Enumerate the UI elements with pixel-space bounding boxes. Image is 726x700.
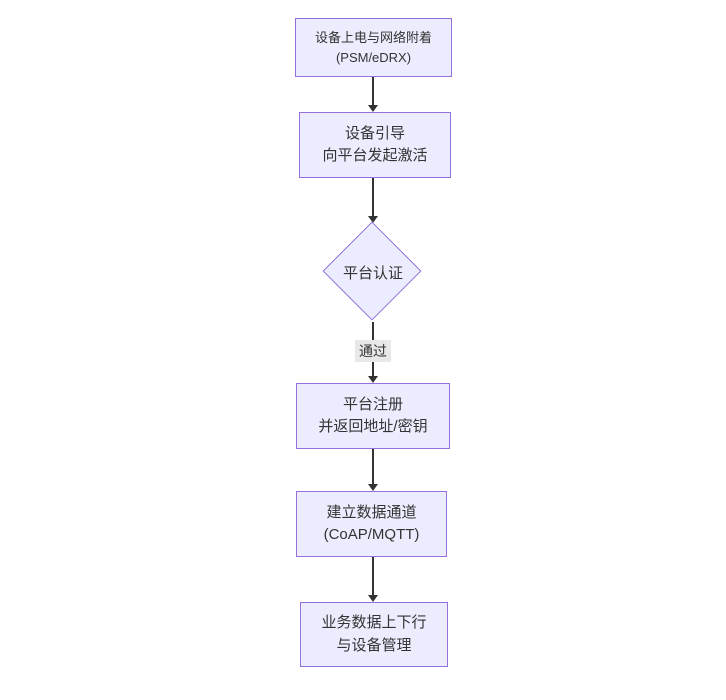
node-register-line1: 平台注册 — [342, 395, 403, 413]
edge-line — [372, 77, 374, 105]
node-auth-label: 平台认证 — [342, 264, 403, 282]
arrowhead-icon — [368, 595, 378, 602]
edge-line — [372, 557, 374, 595]
node-power-attach-line1: 设备上电与网络附着 — [314, 30, 432, 45]
arrowhead-icon — [368, 105, 378, 112]
node-business-line1: 业务数据上下行 — [321, 614, 427, 631]
node-bootstrap-line1: 设备引导 — [344, 124, 405, 142]
arrow-down-icon — [367, 178, 379, 223]
edge-line — [372, 178, 374, 216]
arrow-down-icon — [367, 557, 379, 602]
arrowhead-icon — [368, 216, 378, 223]
arrowhead-icon — [368, 484, 378, 491]
node-business: 业务数据上下行 与设备管理 — [300, 602, 448, 667]
edge-label-pass: 通过 — [355, 340, 391, 362]
arrowhead-icon — [368, 376, 378, 383]
node-bootstrap-line2: 向平台发起激活 — [322, 147, 428, 164]
node-power-attach: 设备上电与网络附着 (PSM/eDRX) — [295, 18, 452, 77]
node-register: 平台注册 并返回地址/密钥 — [296, 383, 450, 449]
node-bootstrap: 设备引导 向平台发起激活 — [299, 112, 451, 178]
node-power-attach-line2: (PSM/eDRX) — [335, 49, 412, 65]
node-channel-line2: (CoAP/MQTT) — [323, 526, 420, 543]
node-auth-decision: 平台认证 — [322, 221, 423, 322]
node-channel-line1: 建立数据通道 — [326, 503, 417, 521]
node-business-line2: 与设备管理 — [336, 636, 412, 654]
node-register-line2: 并返回地址/密钥 — [318, 418, 428, 435]
arrow-down-icon — [367, 449, 379, 491]
edge-line — [372, 449, 374, 484]
node-channel: 建立数据通道 (CoAP/MQTT) — [296, 491, 447, 557]
arrow-down-icon — [367, 77, 379, 112]
